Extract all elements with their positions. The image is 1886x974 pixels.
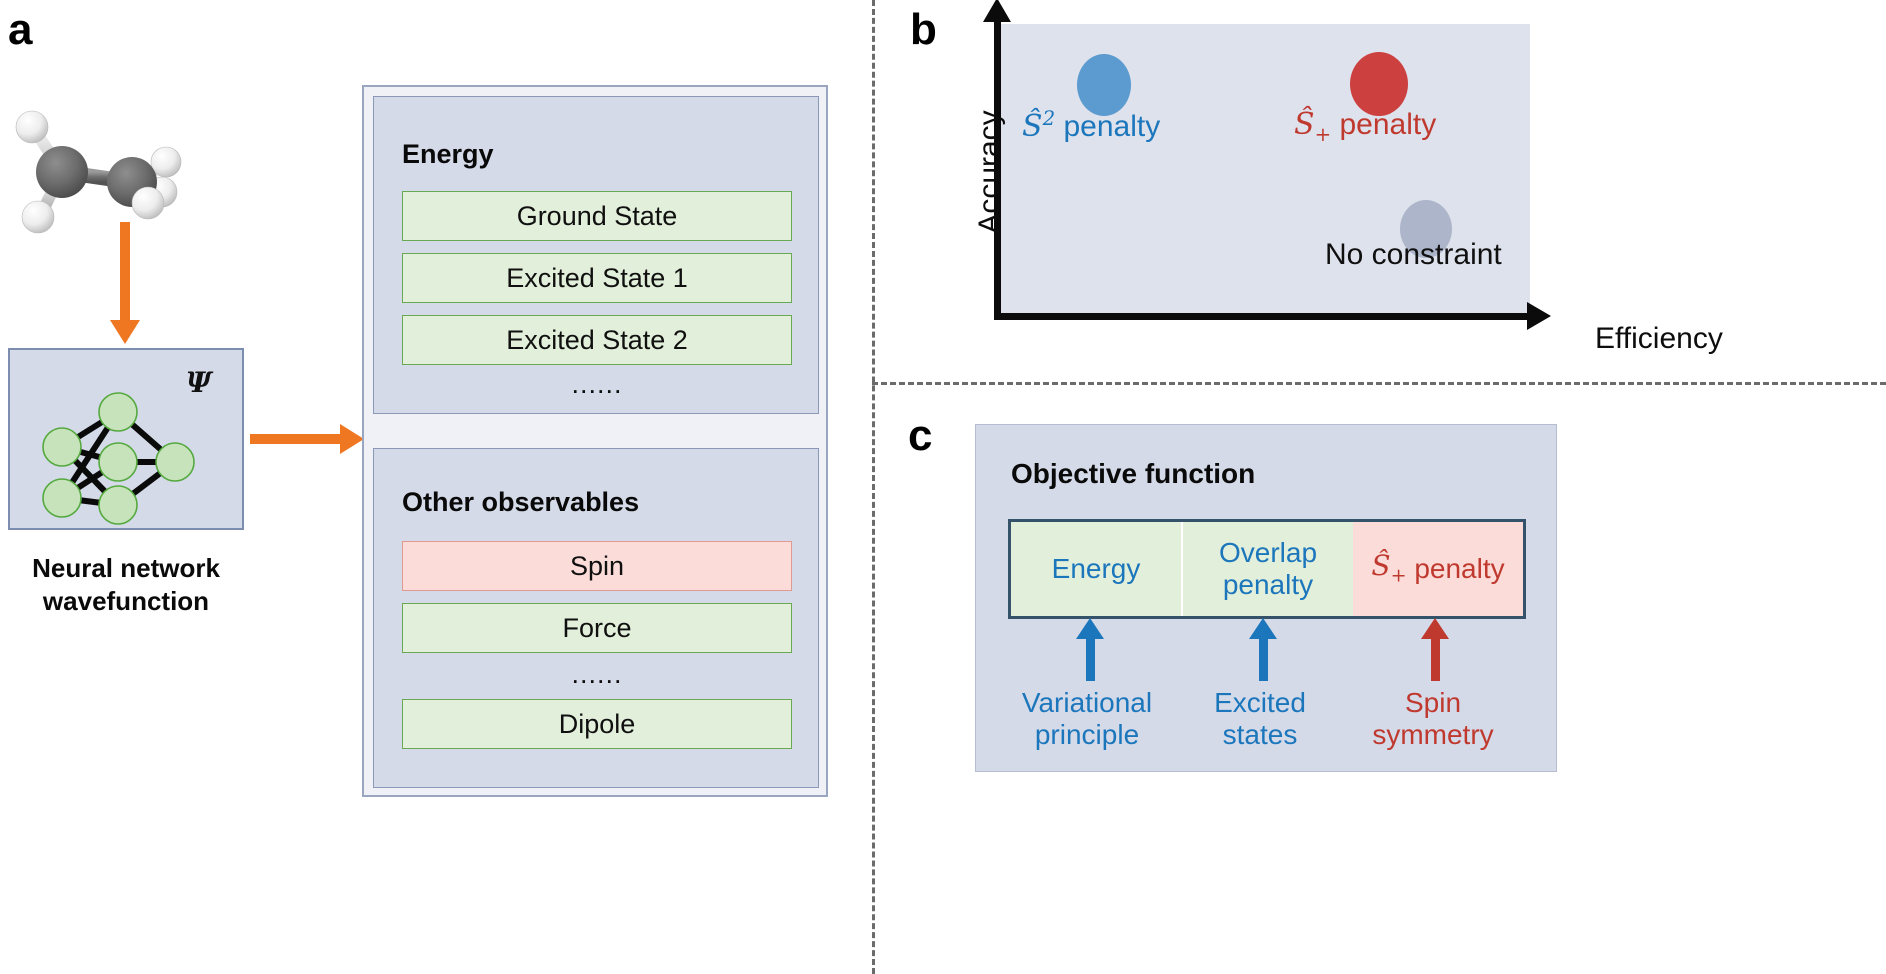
panel-letter-c: c: [908, 411, 933, 460]
label-s2-penalty: Ŝ2 penalty: [1022, 107, 1160, 144]
neural-network-caption: Neural network wavefunction: [0, 552, 252, 619]
panel-b-plot-area: [1000, 24, 1530, 320]
vertical-divider: [872, 0, 875, 974]
horizontal-divider: [872, 382, 1886, 385]
caption-variational-line1: Variational: [1021, 687, 1153, 718]
energy-item-excited-state-2: Excited State 2: [402, 315, 792, 365]
data-point-splus-penalty: [1350, 52, 1408, 116]
arrow-variational-principle: [1076, 618, 1104, 681]
label-no-constraint: No constraint: [1325, 238, 1502, 271]
nn-caption-line2: wavefunction: [42, 586, 210, 617]
energy-block-title: Energy: [402, 139, 494, 169]
caption-excited-line2: states: [1222, 719, 1298, 751]
energy-ellipsis: ......: [571, 369, 623, 399]
objective-function-title: Objective function: [1011, 458, 1256, 489]
splus-penalty-text: penalty: [1339, 108, 1437, 141]
term-splus-symbol: Ŝ+: [1371, 549, 1407, 587]
arrow-excited-states: [1249, 618, 1277, 681]
ethylene-molecule-icon: [15, 110, 182, 234]
s2-penalty-text: penalty: [1063, 110, 1161, 143]
other-observables-title: Other observables: [402, 487, 640, 517]
term-energy: Energy: [1011, 522, 1181, 616]
data-point-no-constraint: [1400, 200, 1452, 258]
panel-letter-a: a: [8, 5, 33, 54]
arrow-molecule-to-network: [110, 222, 140, 344]
term-splus-penalty: Ŝ+ penalty: [1353, 522, 1523, 616]
observable-item-spin: Spin: [402, 541, 792, 591]
arrow-network-to-results: [250, 424, 364, 454]
panel-letter-b: b: [910, 5, 937, 54]
caption-excited-states: Excited states: [1178, 687, 1342, 752]
arrow-spin-symmetry: [1421, 618, 1449, 681]
neural-network-diagram: [42, 392, 195, 525]
panel-b-x-axis: [994, 302, 1551, 330]
panel-b-y-axis-label: Accuracy: [973, 110, 1006, 234]
label-splus-penalty: Ŝ+ penalty: [1294, 107, 1436, 146]
observable-item-dipole: Dipole: [402, 699, 792, 749]
splus-symbol: Ŝ+: [1294, 107, 1332, 146]
observable-item-force: Force: [402, 603, 792, 653]
caption-spin-line2: symmetry: [1372, 719, 1494, 751]
nn-caption-line1: Neural network: [32, 553, 220, 583]
energy-block: Energy Ground State Excited State 1 Exci…: [373, 96, 819, 414]
psi-symbol: Ψ: [186, 366, 212, 399]
energy-item-excited-state-1: Excited State 1: [402, 253, 792, 303]
s2-symbol: Ŝ2: [1022, 107, 1056, 144]
data-point-s2-penalty: [1077, 54, 1131, 116]
energy-item-ground-state: Ground State: [402, 191, 792, 241]
caption-spin-symmetry: Spin symmetry: [1342, 687, 1524, 752]
caption-variational-line2: principle: [1034, 719, 1140, 751]
term-splus-text: penalty: [1414, 553, 1505, 585]
caption-spin-line1: Spin: [1404, 687, 1462, 718]
caption-variational-principle: Variational principle: [996, 687, 1178, 752]
panel-b-y-axis: [983, 0, 1011, 320]
caption-excited-line1: Excited: [1214, 687, 1306, 718]
observables-ellipsis: ......: [571, 659, 623, 689]
other-observables-block: Other observables Spin Force ...... Dipo…: [373, 448, 819, 788]
panel-b-x-axis-label: Efficiency: [1595, 322, 1723, 355]
neural-network-box: Ψ: [8, 348, 244, 530]
results-panel: Energy Ground State Excited State 1 Exci…: [362, 85, 828, 797]
